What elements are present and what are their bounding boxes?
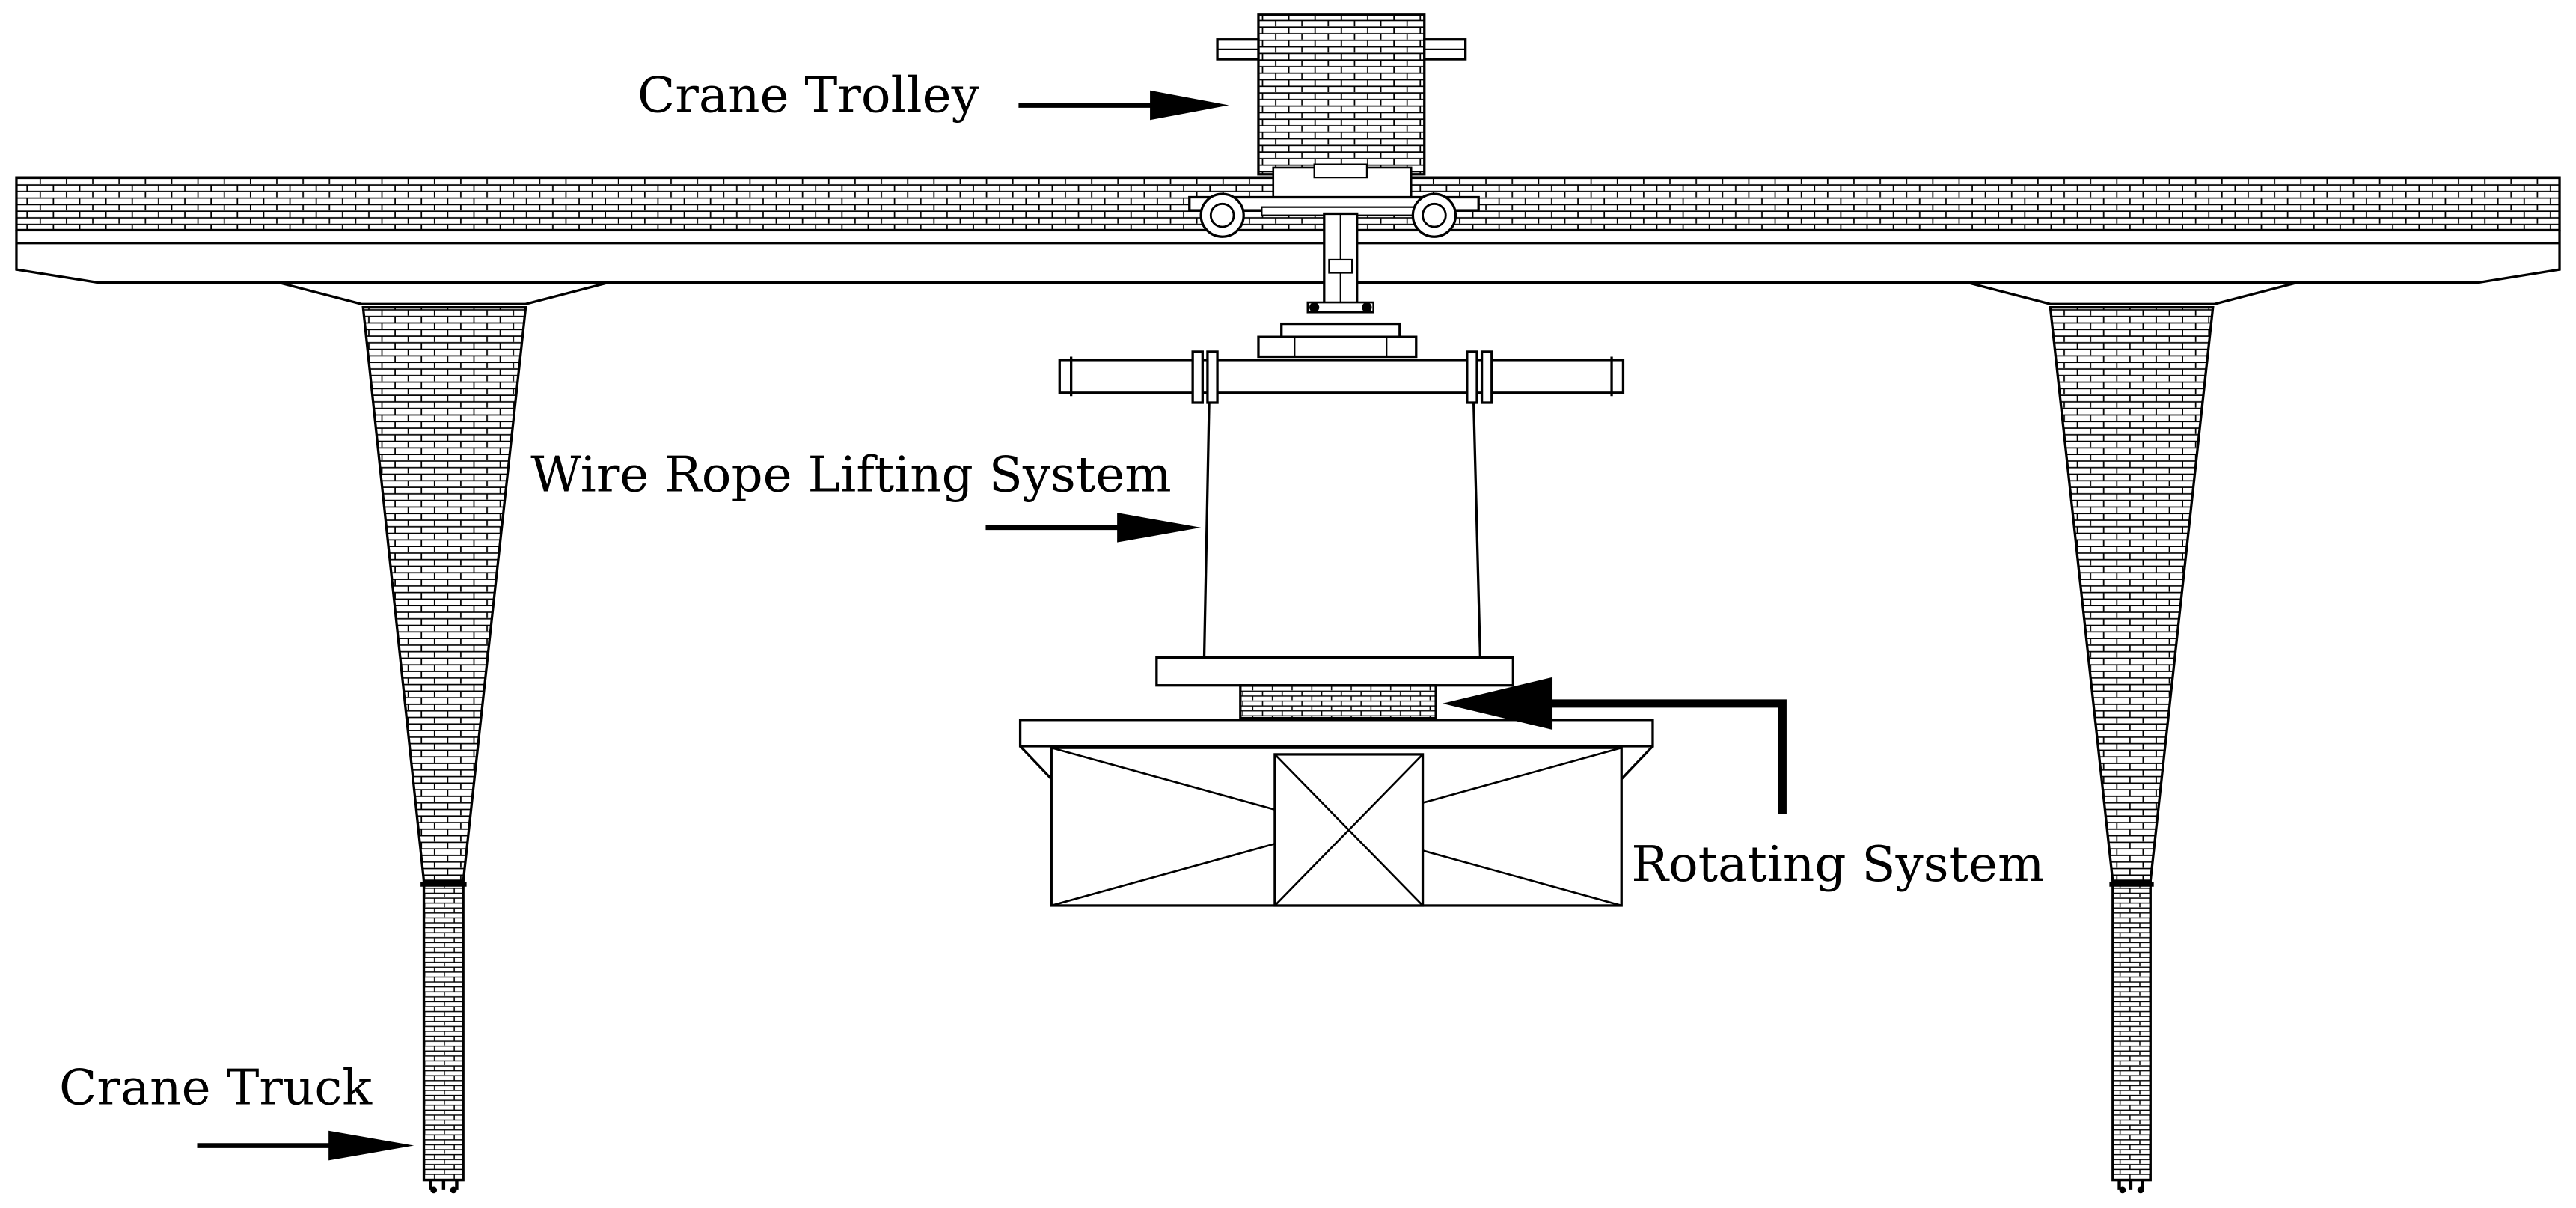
arrow-icon (985, 513, 1202, 543)
arrow-icon (197, 1130, 414, 1161)
lifting-beam (1058, 350, 1625, 404)
callout-wire-rope: Wire Rope Lifting System (530, 446, 1202, 543)
crane-truck-label: Crane Truck (59, 1059, 373, 1117)
hook-assembly (1257, 212, 1418, 359)
trolley-wheel (1199, 192, 1245, 238)
wire-rope-label: Wire Rope Lifting System (530, 446, 1172, 504)
load-segment (1018, 719, 1654, 907)
trolley-wheel (1411, 192, 1457, 238)
right-leg (2049, 305, 2215, 1194)
rotating-system (1155, 656, 1514, 720)
arrow-icon (1442, 677, 1787, 814)
rotating-label: Rotating System (1631, 835, 2044, 893)
crane-trolley (1188, 13, 1480, 238)
callout-rotating: Rotating System (1442, 677, 2044, 893)
arrow-icon (1018, 90, 1229, 121)
wire-rope (1202, 402, 1482, 658)
callout-crane-trolley: Crane Trolley (637, 66, 1229, 123)
left-leg (361, 305, 527, 1194)
callout-crane-truck: Crane Truck (59, 1059, 414, 1161)
crane-trolley-label: Crane Trolley (637, 66, 980, 123)
